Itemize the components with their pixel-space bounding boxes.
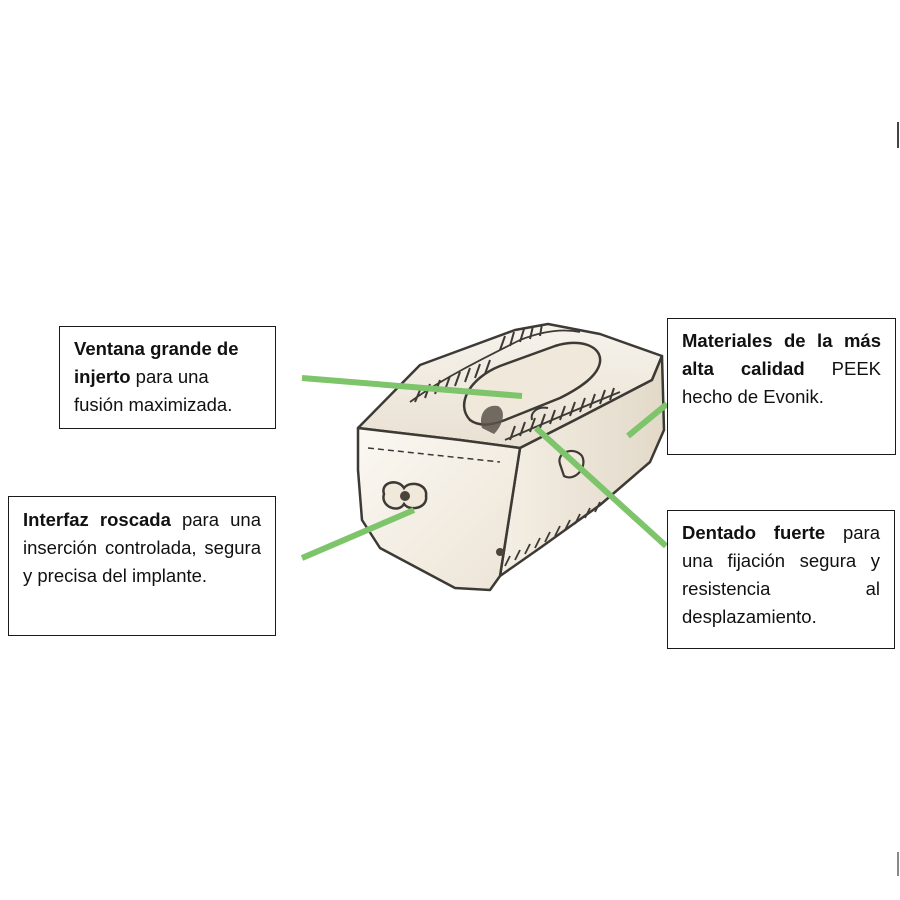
callout-dentado-text: para una fijación segura y resistencia a… <box>682 522 880 627</box>
page-edge-mark-top <box>897 122 899 148</box>
graft-window-lower <box>530 406 549 421</box>
threaded-interface-hole <box>400 491 410 501</box>
callout-materiales-title: Materiales de la más alta calidad <box>682 330 881 379</box>
teeth-front-row <box>504 387 621 441</box>
callout-materiales: Materiales de la más alta calidad PEEK h… <box>667 318 896 455</box>
implant-front-face <box>356 426 522 592</box>
spinal-cage-implant-illustration <box>356 322 666 592</box>
leader-line-ventana <box>301 375 523 399</box>
graft-window-shadow <box>480 405 503 434</box>
leader-lines <box>300 375 669 561</box>
leader-line-materiales <box>626 401 669 439</box>
page-edge-mark-bottom <box>897 852 899 876</box>
callout-interfaz: Interfaz roscada para una inserción cont… <box>8 496 276 636</box>
callout-interfaz-text: para una inserción controlada, segura y … <box>23 509 261 586</box>
callout-ventana: Ventana grande de injerto para una fusió… <box>59 326 276 429</box>
leader-line-dentado <box>533 425 669 549</box>
callout-ventana-title: Ventana grande de injerto <box>74 338 239 387</box>
leader-line-interfaz <box>300 507 416 561</box>
front-seam <box>367 447 501 463</box>
callout-materiales-text: PEEK hecho de Evonik. <box>682 358 882 407</box>
callout-dentado-title: Dentado fuerte <box>682 522 826 543</box>
callout-ventana-text: para una fusión maximizada. <box>74 366 233 415</box>
teeth-bottom-row <box>504 501 601 567</box>
callout-dentado: Dentado fuerte para una fijación segura … <box>667 510 895 649</box>
front-pin <box>496 548 504 556</box>
callout-interfaz-title: Interfaz roscada <box>23 509 171 530</box>
